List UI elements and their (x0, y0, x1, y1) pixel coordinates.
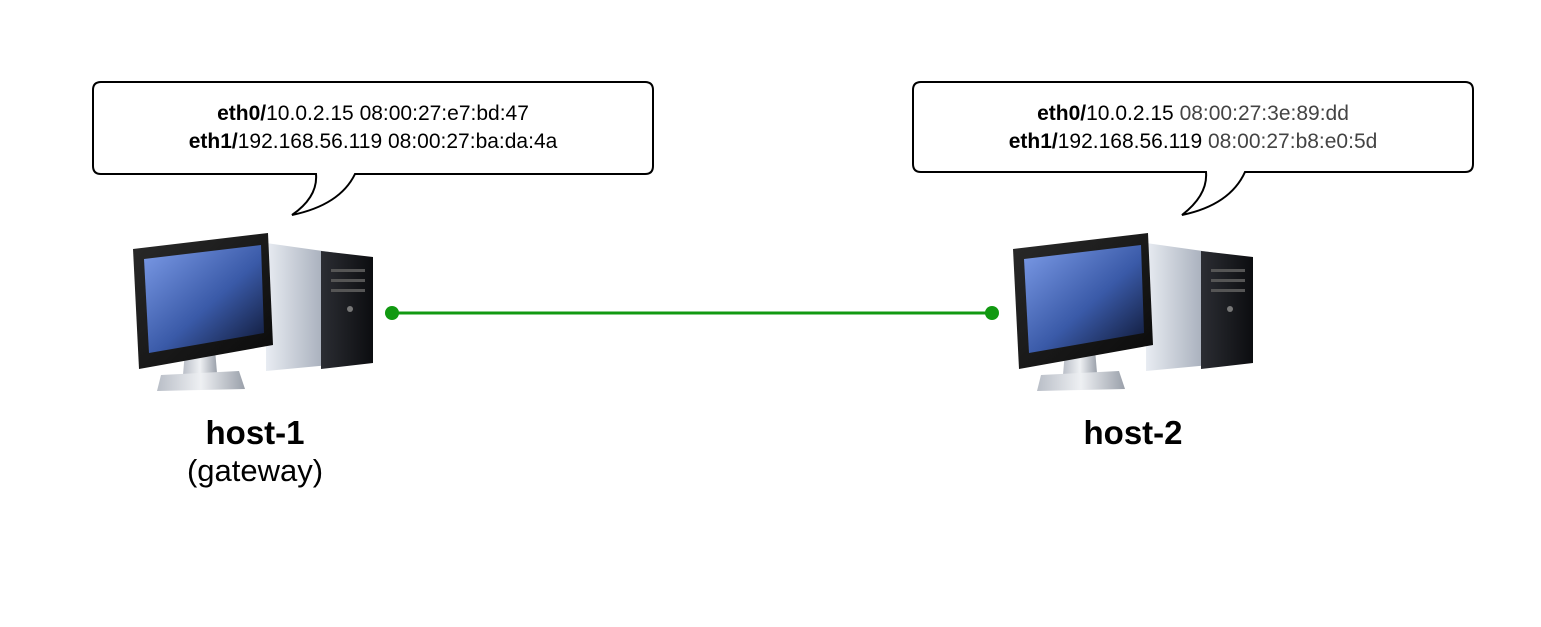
interface-ip: 192.168.56.119 (1057, 130, 1203, 153)
interface-mac: 08:00:27:b8:e0:5d (1207, 130, 1378, 153)
host-role: (gateway) (186, 453, 324, 488)
computer-icon-host-2 (1013, 233, 1253, 391)
link-endpoint-host-2 (985, 306, 999, 320)
host-name: host-2 (1083, 414, 1183, 451)
interface-line: eth1/192.168.56.119 08:00:27:ba:da:4a (93, 128, 653, 156)
separator: / (1080, 102, 1087, 125)
interface-ip: 10.0.2.15 (266, 102, 354, 125)
callout-text-host-1: eth0/10.0.2.15 08:00:27:e7:bd:47 eth1/19… (93, 100, 653, 156)
host-name: host-1 (205, 414, 305, 451)
separator: / (1051, 130, 1058, 153)
interface-line: eth0/10.0.2.15 08:00:27:3e:89:dd (913, 100, 1473, 128)
interface-name: eth0 (217, 102, 261, 125)
interface-name: eth1 (188, 130, 232, 153)
interface-line: eth0/10.0.2.15 08:00:27:e7:bd:47 (93, 100, 653, 128)
host-label-host-2: host-2 (983, 414, 1283, 452)
interface-line: eth1/192.168.56.119 08:00:27:b8:e0:5d (913, 128, 1473, 156)
interface-ip: 10.0.2.15 (1086, 102, 1174, 125)
interface-mac: 08:00:27:3e:89:dd (1179, 102, 1349, 125)
interface-name: eth1 (1008, 130, 1052, 153)
link-endpoint-host-1 (385, 306, 399, 320)
separator: / (260, 102, 267, 125)
interface-name: eth0 (1037, 102, 1081, 125)
interface-mac: 08:00:27:e7:bd:47 (359, 102, 529, 125)
callout-bubble-host-1 (92, 81, 654, 216)
interface-mac: 08:00:27:ba:da:4a (387, 130, 558, 153)
interface-ip: 192.168.56.119 (237, 130, 383, 153)
callout-bubble-host-2 (912, 81, 1474, 216)
callout-text-host-2: eth0/10.0.2.15 08:00:27:3e:89:dd eth1/19… (913, 100, 1473, 156)
host-label-host-1: host-1 (gateway) (105, 414, 405, 490)
separator: / (231, 130, 238, 153)
computer-icon-host-1 (133, 233, 373, 391)
